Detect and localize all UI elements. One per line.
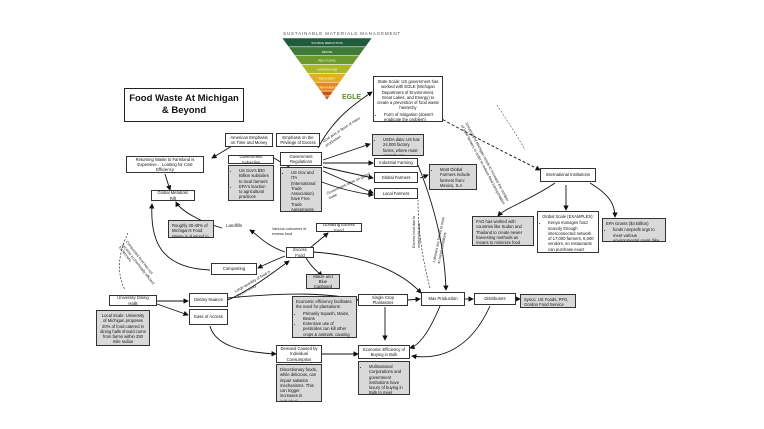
economic-efficiency-box: Economic efficiency facilitates the need… bbox=[292, 296, 357, 338]
edge-single-to-max bbox=[407, 296, 421, 303]
global-scale-heading: Global Scale (EXAMPLES): bbox=[542, 214, 594, 219]
edge-composting-dashed bbox=[119, 232, 129, 291]
edge-landfills-to-metabolic bbox=[175, 201, 223, 229]
regulations-bullet-0: US Gov and ITA (International Trade Asso… bbox=[291, 170, 318, 211]
edge-regulations-to-usda bbox=[322, 142, 371, 161]
edge-excess-to-donating bbox=[309, 232, 329, 249]
state-scale-text: State Scale: US government has worked wi… bbox=[377, 79, 439, 111]
title-line-1: Food Waste At Michigan bbox=[129, 93, 239, 105]
sysco-box: Sysco, US Foods, PFG, Gordon Food Servic… bbox=[520, 294, 576, 308]
american-emphasis-box: American Emphasis on Time and Money bbox=[225, 133, 273, 147]
state-scale-box: State Scale: US government has worked wi… bbox=[373, 76, 443, 122]
edge-dining-to-ease bbox=[156, 303, 189, 317]
usda-data-box: USDA data: US has 24,000 factory farms, … bbox=[372, 134, 424, 156]
international-institutions-box: International Institutions bbox=[540, 168, 596, 182]
pyramid-level-label-6: DISPOSAL bbox=[319, 94, 334, 98]
waste-hierarchy-pyramid: SOURCE REDUCTION REUSE RECYCLING COMPOSTING… bbox=[282, 38, 372, 100]
edge-regulations-to-global bbox=[322, 166, 374, 180]
maize-blue-cupboard-box: Maize and Blue Cupboard bbox=[306, 274, 340, 289]
edge-max-to-economic bbox=[409, 305, 441, 350]
edge-excess-to-composting bbox=[257, 255, 286, 269]
university-dining-halls-box: University Dining Halls bbox=[109, 295, 157, 306]
government-subsidies-box: Government Subsidies bbox=[228, 155, 274, 164]
edge-label-excess-production: Excess food due to overproduction bbox=[412, 215, 421, 248]
edge-regulations-to-local bbox=[322, 170, 374, 194]
landfills-label: Landfills bbox=[226, 223, 243, 228]
max-production-box: Max Production bbox=[421, 292, 465, 306]
edge-industrial-to-max bbox=[417, 164, 449, 291]
pyramid-level-label-4: RECOVERY bbox=[319, 76, 336, 80]
epa-grants-box: EPA Grants ($4 Billion) funds nonprofit … bbox=[602, 218, 666, 242]
edge-composting-to-metabolic bbox=[149, 203, 211, 271]
donating-excess-food-box: Donating Excess Food bbox=[316, 223, 362, 232]
edge-label-outcome: Various outcomes of excess food bbox=[272, 227, 307, 236]
edge-univ-dashed bbox=[496, 104, 526, 151]
state-scale-bullet: Form of mitigation (doesn't eradicate th… bbox=[384, 112, 439, 122]
bulk-bullet-0: Multinational Corporations and governmen… bbox=[369, 364, 406, 394]
most-global-farmers-box: Most Global Farmers include farmers from… bbox=[429, 164, 477, 190]
local-scale-box: Local Scale: University of Michigan prop… bbox=[96, 310, 150, 346]
industrial-farming-box: Industrial Farming bbox=[374, 158, 418, 167]
epa-bullet-0: funds nonprofit orgs to meet various env… bbox=[613, 227, 662, 241]
usda-data-text: USDA data: US has 24,000 factory farms, … bbox=[383, 137, 420, 155]
fao-box: FAO has worked with countries like Sudan… bbox=[472, 216, 534, 246]
egle-logo: EGLE bbox=[342, 94, 362, 101]
pyramid-level-label-1: REUSE bbox=[322, 50, 332, 54]
edge-distributors-to-economic bbox=[411, 305, 491, 360]
pyramid-level-6 bbox=[320, 90, 334, 100]
edge-returning-to-metabolic bbox=[164, 173, 172, 191]
demand-consumption-box: Demand Caused by Individual Consumption bbox=[276, 345, 322, 363]
subsidies-bullet-0: US Gov's $30 Billion subsidies to local … bbox=[239, 168, 270, 184]
economic-bulk-box: Economic Efficiency of Buying in Bulk bbox=[358, 345, 410, 359]
pyramid-level-label-5: TREATMENT bbox=[318, 85, 336, 89]
global-scale-bullet-0: Kenya manages food scarcity through inte… bbox=[548, 220, 595, 252]
economic-bullet-1: Extensive use of pesticides can kill oth… bbox=[303, 321, 353, 337]
edge-regulations-to-state bbox=[317, 91, 373, 149]
global-farmers-box: Global Farmers bbox=[374, 172, 418, 183]
government-subsidies-details: US Gov's $30 Billion subsidies to local … bbox=[228, 165, 274, 201]
subsidies-bullet-1: EPA's inaction to agricultural practices bbox=[239, 184, 270, 200]
edge-intl-to-epa bbox=[589, 182, 618, 218]
title-line-2: & Beyond bbox=[161, 105, 207, 116]
single-crop-plantations-box: Single Crop Plantations bbox=[358, 294, 408, 306]
global-metabolic-rift-box: Global Metabolic Rift bbox=[151, 190, 195, 201]
edge-global-to-most bbox=[419, 174, 429, 180]
pyramid-level-label-2: RECYCLING bbox=[318, 59, 336, 63]
most-global-text: Most Global Farmers include farmers from… bbox=[440, 167, 473, 189]
edge-intl-to-fao bbox=[497, 182, 556, 217]
global-scale-box: Global Scale (EXAMPLES): Kenya manages f… bbox=[537, 211, 599, 253]
economic-efficiency-heading: Economic efficiency facilitates the need… bbox=[296, 299, 352, 310]
edge-max-to-industrial-dashed bbox=[417, 199, 431, 289]
edge-ease-to-demand bbox=[209, 325, 277, 357]
local-farmers-box: Local Farmers bbox=[374, 188, 418, 199]
economic-bulk-details: Multinational Corporations and governmen… bbox=[358, 361, 410, 395]
composting-box: Composting bbox=[211, 263, 257, 275]
economic-bullet-0: Primarily Squash, Maize, Beans bbox=[303, 311, 353, 322]
pyramid-heading: SUSTAINABLE MATERIALS MANAGEMENT bbox=[282, 31, 402, 36]
government-regulations-details: US Gov and ITA (International Trade Asso… bbox=[280, 167, 322, 212]
epa-grants-heading: EPA Grants ($4 Billion) bbox=[606, 221, 649, 226]
returning-waste-box: Returning Waste to Farmland is Expensive… bbox=[126, 156, 204, 173]
page-title: Food Waste At Michigan & Beyond bbox=[124, 88, 244, 122]
pyramid-level-label-3: COMPOSTING bbox=[317, 68, 338, 72]
distributors-box: Distributors bbox=[474, 293, 516, 305]
edge-excess-to-max bbox=[312, 251, 422, 294]
emphasis-privilege-box: Emphasis on the Privilege of Excess bbox=[276, 133, 320, 147]
dietary-nuance-box: Dietary Nuance bbox=[189, 293, 228, 307]
edge-excess-to-landfills bbox=[249, 229, 286, 253]
ease-of-access-box: Ease of Access bbox=[189, 309, 228, 325]
excess-food-box: Excess Food bbox=[286, 247, 314, 258]
pyramid-level-label-0: SOURCE REDUCTION bbox=[311, 41, 343, 45]
government-regulations-box: Government Regulations bbox=[280, 152, 322, 166]
discretionary-foods-box: Discretionary foods, while delicious, ca… bbox=[276, 364, 322, 402]
landfill-percentage-box: Roughly 30-40% of Michigan's Food Waste … bbox=[168, 220, 214, 238]
